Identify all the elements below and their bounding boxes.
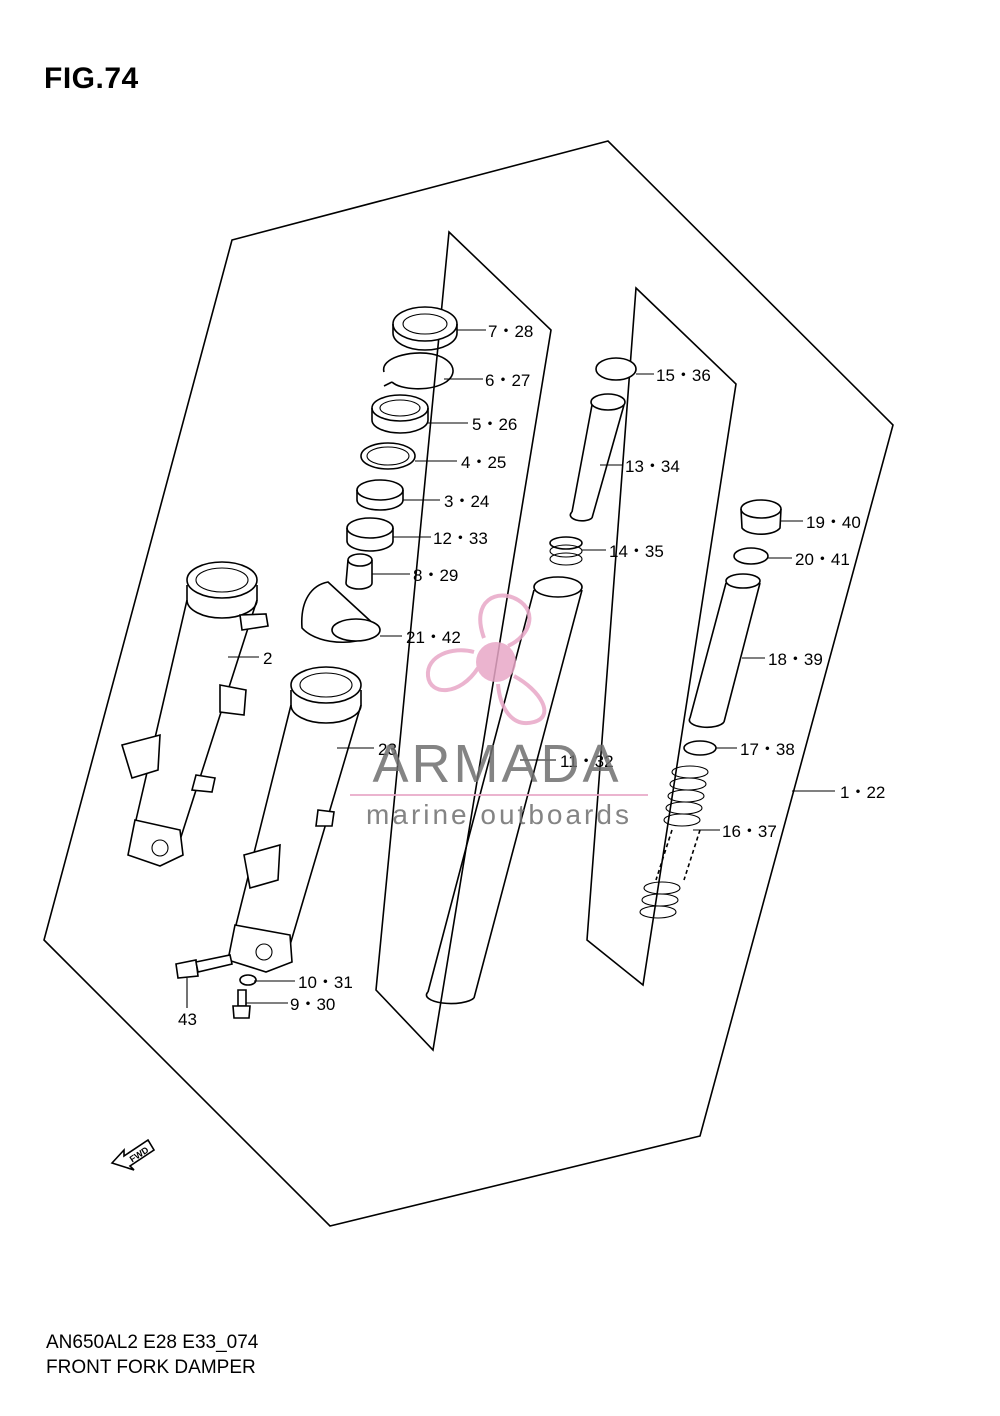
watermark-tagline: marine outboards	[366, 799, 632, 830]
callout-43: 43	[178, 1010, 197, 1029]
callout-21-42: 21・42	[406, 628, 461, 647]
callout-10-31: 10・31	[298, 973, 353, 992]
part-slide-metal	[346, 517, 394, 552]
footer-model-code: AN650AL2 E28 E33_074	[46, 1332, 259, 1353]
callout-1-22: 1・22	[840, 783, 885, 802]
callout-7-28: 7・28	[488, 322, 533, 341]
callout-11-32: 11・32	[560, 752, 614, 771]
callout-20-41: 20・41	[795, 550, 850, 569]
part-spacer	[688, 573, 761, 729]
part-fork-spring	[639, 765, 709, 919]
part-washer	[360, 442, 416, 470]
damper-panel	[586, 286, 737, 987]
part-outer-tube-left	[120, 561, 269, 867]
part-stopper-ring	[383, 352, 454, 390]
callout-15-36: 15・36	[656, 366, 711, 385]
watermark: ARMADA marine outboards	[350, 593, 648, 830]
callout-5-26: 5・26	[472, 415, 517, 434]
part-gasket	[239, 974, 257, 986]
part-circlip	[595, 357, 637, 381]
part-drain-bolt	[232, 989, 251, 1019]
part-guide-metal	[356, 479, 404, 511]
part-damper-rod	[569, 393, 626, 522]
callout-6-27: 6・27	[485, 371, 530, 390]
callout-17-38: 17・38	[740, 740, 795, 759]
part-cap-bolt	[740, 499, 782, 535]
part-bushing	[345, 553, 373, 590]
callout-18-39: 18・39	[768, 650, 823, 669]
part-dust-seal	[371, 394, 429, 434]
footer-figure-name: FRONT FORK DAMPER	[46, 1357, 256, 1378]
callout-14-35: 14・35	[609, 542, 664, 561]
part-axle-bolt	[175, 954, 233, 979]
leader-lines	[186, 329, 835, 1008]
fwd-arrow-icon: FWD	[110, 1138, 156, 1171]
part-oil-seal	[392, 306, 458, 351]
callout-12-33: 12・33	[433, 529, 488, 548]
callout-13-34: 13・34	[625, 457, 680, 476]
callout-3-24: 3・24	[444, 492, 489, 511]
watermark-brand: ARMADA	[372, 734, 621, 794]
callout-8-29: 8・29	[413, 566, 458, 585]
part-rebound-spring	[549, 536, 583, 566]
callout-4-25: 4・25	[461, 453, 506, 472]
part-spring-washer	[683, 740, 717, 756]
callout-19-40: 19・40	[806, 513, 861, 532]
callout-2: 2	[263, 649, 272, 668]
part-outer-tube-right	[227, 666, 362, 973]
inner-tube-panel	[375, 230, 552, 1052]
propeller-icon	[425, 593, 547, 726]
part-fork-cover	[301, 581, 381, 644]
figure-title: FIG.74	[44, 62, 139, 95]
callout-9-30: 9・30	[290, 995, 335, 1014]
callout-16-37: 16・37	[722, 822, 777, 841]
callout-23: 23	[378, 740, 397, 759]
assembly-outline	[43, 140, 894, 1227]
part-o-ring	[733, 547, 769, 565]
